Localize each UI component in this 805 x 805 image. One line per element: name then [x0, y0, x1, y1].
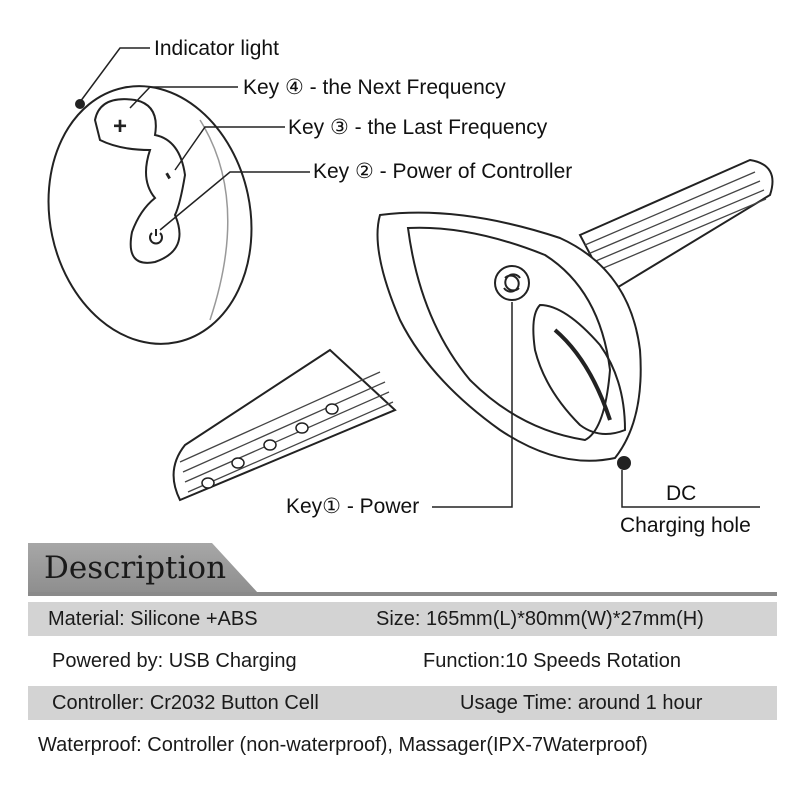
power-icon [149, 229, 163, 245]
plus-button[interactable]: + [113, 113, 127, 140]
spec-row: Material: Silicone +ABS Size: 165mm(L)*8… [28, 602, 777, 636]
massager [172, 158, 774, 502]
spec-power: Powered by: USB Charging [52, 650, 297, 672]
spec-row: Powered by: USB Charging Function:10 Spe… [28, 644, 777, 678]
massager-band [578, 158, 774, 294]
spec-row: Controller: Cr2032 Button Cell Usage Tim… [28, 686, 777, 720]
spec-material: Material: Silicone +ABS [48, 608, 258, 630]
rotate-icon [503, 273, 521, 293]
spec-row: Waterproof: Controller (non-waterproof),… [28, 728, 777, 762]
key1-label: Key① - Power [286, 495, 420, 518]
dc-label: DC [666, 482, 697, 505]
description-divider [28, 592, 777, 596]
band-dots [201, 403, 339, 489]
leader-lines [79, 47, 760, 508]
indicator-light [75, 99, 85, 109]
spec-controller: Controller: Cr2032 Button Cell [52, 692, 319, 714]
spec-function: Function:10 Speeds Rotation [423, 650, 681, 672]
key3-label: Key ③ - the Last Frequency [288, 116, 548, 139]
indicator-light-label: Indicator light [154, 37, 279, 60]
description-title: Description [44, 550, 227, 586]
key4-label: Key ④ - the Next Frequency [243, 76, 506, 99]
spec-size: Size: 165mm(L)*80mm(W)*27mm(H) [376, 608, 704, 630]
product-diagram: + - [47, 37, 774, 537]
key2-label: Key ② - Power of Controller [313, 160, 573, 183]
spec-usage-time: Usage Time: around 1 hour [460, 692, 703, 714]
massager-main-body [376, 211, 642, 462]
rotation-pad [532, 303, 627, 435]
charging-hole [617, 456, 631, 470]
description-section: Description Material: Silicone +ABS Size… [0, 540, 805, 805]
remote-controller [47, 85, 253, 345]
spec-waterproof: Waterproof: Controller (non-waterproof),… [38, 734, 648, 756]
charging-hole-label: Charging hole [620, 514, 751, 537]
controller-button-panel [93, 98, 187, 264]
power-key-button[interactable] [494, 265, 530, 301]
